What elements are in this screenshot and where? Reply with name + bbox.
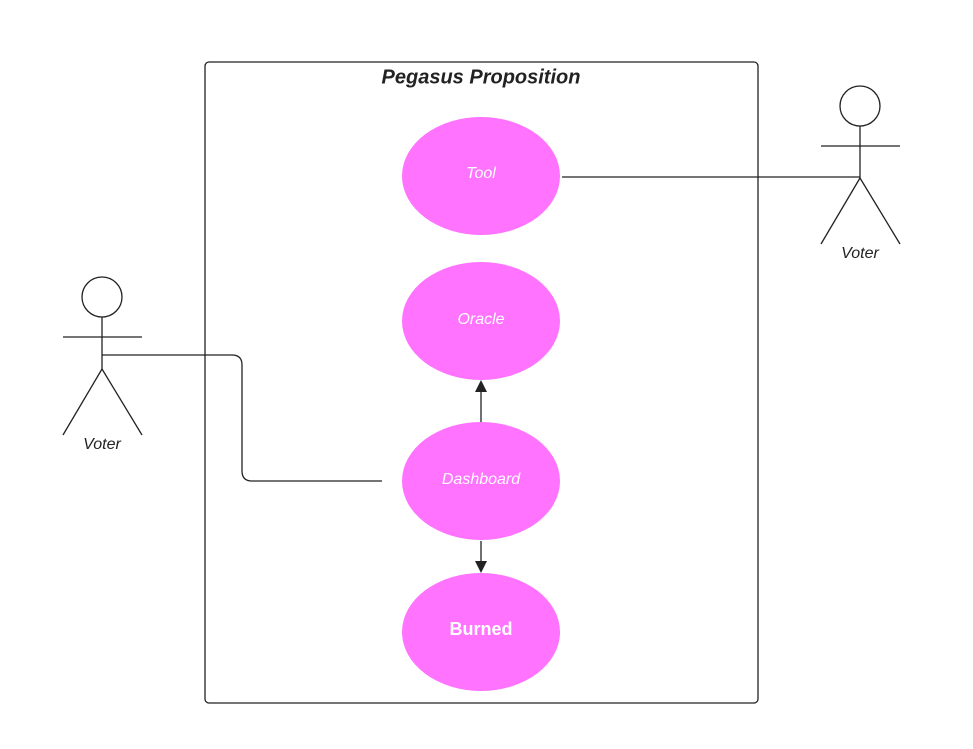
actor-voter-right-label: Voter: [841, 245, 879, 262]
system-boundary: [204, 61, 759, 704]
use-case-dashboard-shape: [402, 422, 560, 540]
use-case-burned-label: Burned: [450, 619, 513, 639]
actor-voter-right-left-leg: [820, 177, 861, 245]
use-case-tool[interactable]: Tool: [402, 117, 560, 235]
association-voter-left-to-dashboard: [102, 354, 382, 482]
use-case-dashboard[interactable]: Dashboard: [402, 422, 560, 540]
use-case-tool-label: Tool: [466, 165, 496, 182]
use-case-oracle[interactable]: Oracle: [402, 262, 560, 380]
use-case-oracle-label: Oracle: [457, 311, 504, 328]
actor-voter-right[interactable]: Voter: [820, 85, 901, 262]
actor-voter-left-head-icon: [81, 276, 123, 318]
actor-voter-left-right-leg: [101, 368, 143, 436]
actor-voter-left-left-leg: [62, 368, 103, 436]
use-case-burned-shape: [402, 573, 560, 691]
actor-voter-left[interactable]: Voter: [62, 276, 143, 453]
use-case-dashboard-label: Dashboard: [442, 471, 521, 488]
actor-voter-right-right-leg: [859, 177, 901, 245]
use-case-burned[interactable]: Burned: [402, 573, 560, 691]
actor-voter-right-head-icon: [839, 85, 881, 127]
system-title: Pegasus Proposition: [382, 66, 581, 88]
use-case-oracle-shape: [402, 262, 560, 380]
use-case-tool-shape: [402, 117, 560, 235]
actor-voter-left-label: Voter: [83, 436, 121, 453]
